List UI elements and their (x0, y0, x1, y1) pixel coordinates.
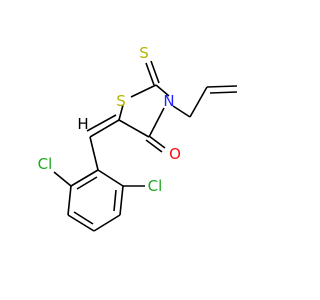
atom-label-s1: S (116, 92, 126, 110)
bond-ch2-ch (189, 86, 208, 118)
bond-c5-ch-a (89, 119, 120, 138)
bond-c2-s2-b (150, 60, 160, 84)
bond-ar2-ar3-inner (113, 189, 117, 212)
atom-label-n: N (163, 92, 174, 110)
bond-ar6-ar1-inner (76, 176, 98, 190)
atom-label-s2: S (139, 44, 149, 62)
atom-label-layer: S S N O H Cl Cl (38, 44, 181, 195)
bond-ar1-ar2 (97, 169, 124, 187)
atom-label-o: O (169, 145, 181, 163)
bond-ar5-ar6 (67, 185, 72, 216)
bond-ar2-ar3 (119, 185, 124, 216)
bond-s1-c2 (130, 84, 157, 98)
bond-ch-aryl (89, 136, 99, 171)
bond-ch-ch2-b (209, 91, 238, 94)
bond-ar6-ar1 (70, 169, 99, 187)
bond-layer (53, 60, 238, 232)
bond-n-ch2 (172, 105, 191, 118)
bond-c5-s1 (118, 104, 124, 121)
bond-ch-ch2-a (206, 85, 238, 88)
bond-ar4-ar5-inner (73, 211, 94, 225)
bond-ar4-ar5 (67, 214, 95, 232)
bond-ar3-ar4 (93, 214, 121, 232)
molecule-structure: S S N O H Cl Cl (38, 44, 238, 232)
molecule-canvas: S S N O H Cl Cl (38, 44, 238, 232)
bond-c2-n (155, 84, 170, 97)
atom-label-cl-right: Cl (148, 177, 163, 195)
bond-c4-c5 (118, 119, 150, 138)
bond-c4-o-a (148, 135, 166, 149)
bond-n-c4 (148, 107, 165, 138)
atom-label-h: H (77, 115, 88, 133)
bond-c5-ch-b (86, 114, 117, 132)
bond-ar6-cl (53, 171, 72, 187)
atom-label-cl-left: Cl (38, 155, 53, 173)
bond-c4-o-b (145, 139, 163, 153)
bond-c2-s2-a (145, 62, 155, 86)
